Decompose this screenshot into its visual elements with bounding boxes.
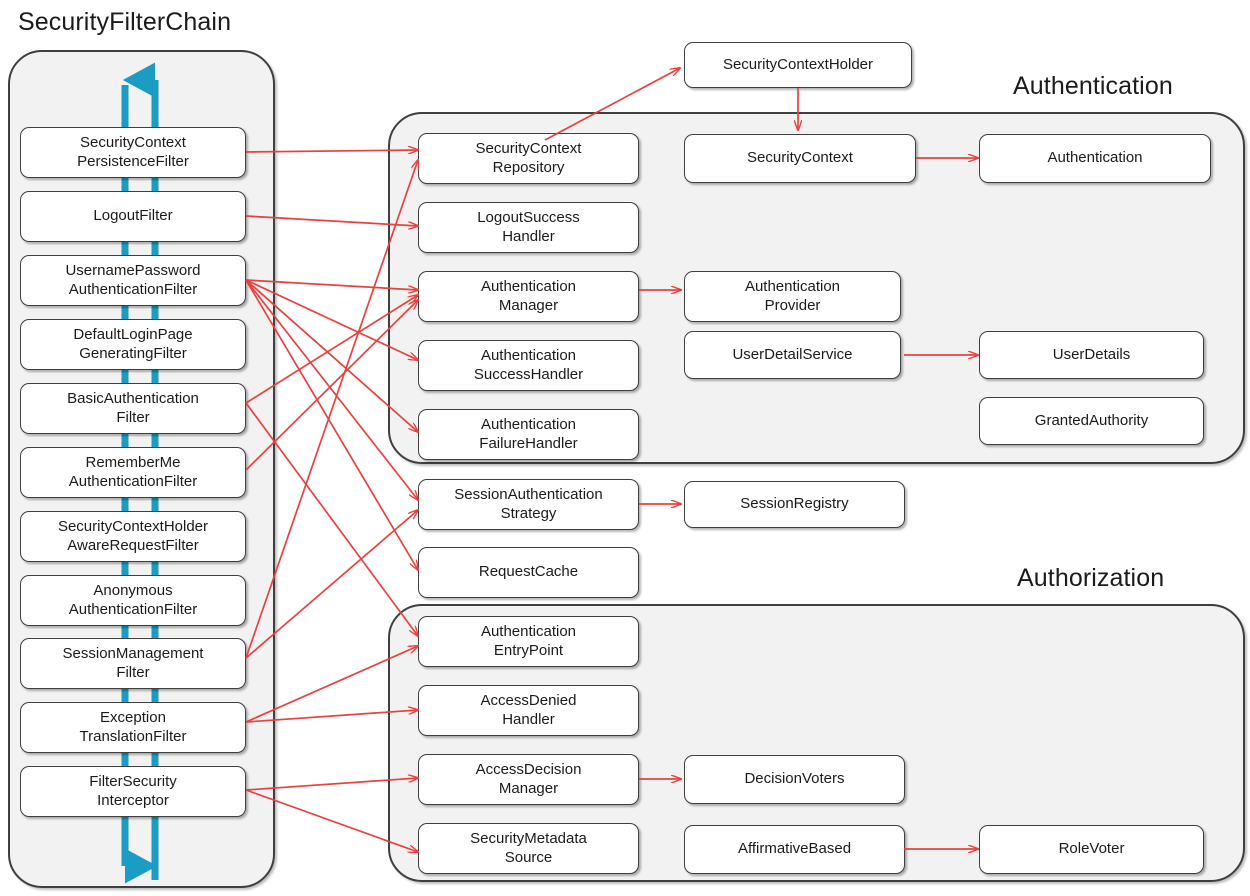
node-authentication-manager[interactable]: Authentication Manager — [418, 271, 639, 322]
node-session-authentication-strategy[interactable]: SessionAuthentication Strategy — [418, 479, 639, 530]
node-security-context-holder[interactable]: SecurityContextHolder — [684, 42, 912, 88]
node-authentication-provider[interactable]: Authentication Provider — [684, 271, 901, 322]
node-authentication-failure-handler[interactable]: Authentication FailureHandler — [418, 409, 639, 460]
node-decision-voters[interactable]: DecisionVoters — [684, 755, 905, 804]
filter-node-anonymous-authentication-filter[interactable]: Anonymous AuthenticationFilter — [20, 575, 246, 626]
node-role-voter[interactable]: RoleVoter — [979, 825, 1204, 874]
node-security-metadata-source[interactable]: SecurityMetadata Source — [418, 823, 639, 874]
node-user-detail-service[interactable]: UserDetailService — [684, 331, 901, 379]
node-granted-authority[interactable]: GrantedAuthority — [979, 397, 1204, 445]
filter-node-basic-authentication-filter[interactable]: BasicAuthentication Filter — [20, 383, 246, 434]
filter-node-filter-security-interceptor[interactable]: FilterSecurity Interceptor — [20, 766, 246, 817]
node-request-cache[interactable]: RequestCache — [418, 547, 639, 598]
node-affirmative-based[interactable]: AffirmativeBased — [684, 825, 905, 874]
filter-node-security-context-holder-aware-request-filter[interactable]: SecurityContextHolder AwareRequestFilter — [20, 511, 246, 562]
node-authentication-success-handler[interactable]: Authentication SuccessHandler — [418, 340, 639, 391]
filter-node-default-login-page-generating-filter[interactable]: DefaultLoginPage GeneratingFilter — [20, 319, 246, 370]
filter-node-security-context-persistence-filter[interactable]: SecurityContext PersistenceFilter — [20, 127, 246, 178]
filter-node-remember-me-authentication-filter[interactable]: RememberMe AuthenticationFilter — [20, 447, 246, 498]
node-session-registry[interactable]: SessionRegistry — [684, 481, 905, 528]
authentication-title: Authentication — [1013, 72, 1173, 100]
node-access-denied-handler[interactable]: AccessDenied Handler — [418, 685, 639, 736]
node-authentication[interactable]: Authentication — [979, 134, 1211, 183]
node-access-decision-manager[interactable]: AccessDecision Manager — [418, 754, 639, 805]
node-security-context[interactable]: SecurityContext — [684, 134, 916, 183]
node-logout-success-handler[interactable]: LogoutSuccess Handler — [418, 202, 639, 253]
filter-node-username-password-authentication-filter[interactable]: UsernamePassword AuthenticationFilter — [20, 255, 246, 306]
node-user-details[interactable]: UserDetails — [979, 331, 1204, 379]
node-authentication-entry-point[interactable]: Authentication EntryPoint — [418, 616, 639, 667]
filter-node-session-management-filter[interactable]: SessionManagement Filter — [20, 638, 246, 689]
security-filter-chain-title: SecurityFilterChain — [18, 8, 232, 36]
filter-node-exception-translation-filter[interactable]: Exception TranslationFilter — [20, 702, 246, 753]
node-security-context-repository[interactable]: SecurityContext Repository — [418, 133, 639, 184]
authorization-title: Authorization — [1017, 564, 1165, 592]
filter-node-logout-filter[interactable]: LogoutFilter — [20, 191, 246, 242]
